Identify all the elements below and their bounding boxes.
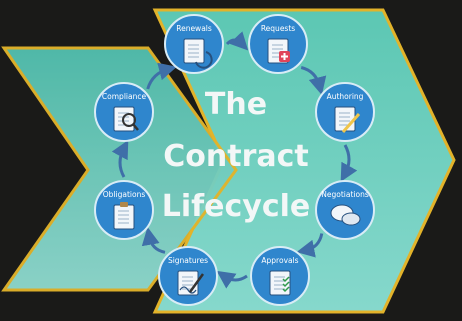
title-line-1: The [205,87,267,122]
title-line-2: Contract [163,139,309,174]
stage-node-requests: Requests [248,14,308,74]
stage-label: Authoring [327,92,364,101]
cycle-arrow [216,270,248,289]
stage-label: Requests [261,24,295,33]
diagram-title: The Contract Lifecycle [162,87,311,224]
checklist-icon [269,270,291,296]
document-renew-icon [183,38,213,69]
cycle-arrow [296,233,324,258]
cycle-arrow [340,144,358,182]
document-magnifier-icon [113,106,139,132]
stage-node-authoring: Authoring [315,82,375,142]
document-pen-icon [334,106,361,133]
speech-bubbles-icon [330,204,361,226]
stage-node-negotiations: Negotiations [315,180,375,240]
stage-label: Approvals [261,256,298,265]
stage-label: Signatures [168,256,208,265]
stage-node-compliance: Compliance [94,82,154,142]
stage-node-obligations: Obligations [94,180,154,240]
cycle-arrow [111,140,129,178]
stage-node-approvals: Approvals [250,246,310,306]
cycle-arrow [300,66,327,96]
stage-node-renewals: Renewals [164,14,224,74]
stage-label: Renewals [176,24,212,33]
stage-node-signatures: Signatures [158,246,218,306]
signature-pen-icon [177,270,205,296]
stage-label: Compliance [102,92,147,101]
document-plus-icon [267,38,290,64]
cycle-arrow [146,62,177,90]
cycle-arrow [225,31,249,51]
clipboard-icon [113,202,135,230]
stage-nodes: Renewals RequestsAuthoringNegotiationsApp… [94,14,375,306]
cycle-arrow [141,226,166,254]
stage-label: Obligations [103,190,146,199]
stage-label: Negotiations [321,190,369,199]
cycle-arrows [111,31,358,289]
title-line-3: Lifecycle [162,189,311,224]
